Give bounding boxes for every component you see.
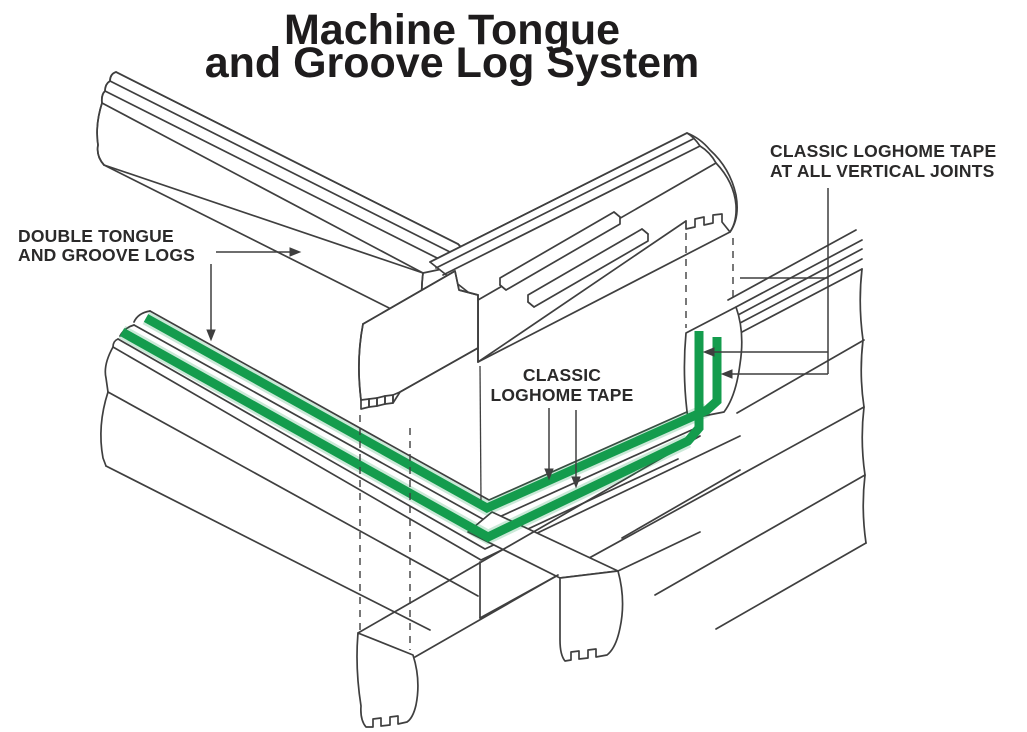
log-b-right-end <box>686 132 737 233</box>
course2-bottom-edge <box>105 465 431 631</box>
right-wall-logs <box>479 268 867 630</box>
corner-log-top-edge-4 <box>739 258 863 324</box>
log-b-face-bottom <box>477 220 687 363</box>
log-a-body <box>96 71 474 331</box>
arrowhead-down-icon-1 <box>206 329 216 342</box>
log-b-ridge-2 <box>442 145 701 276</box>
front-log-left-end-face <box>356 632 419 728</box>
tongue-edge-top <box>149 310 708 501</box>
corner-log-top-edge-1 <box>727 229 857 301</box>
log-b-end-castellation <box>685 213 731 233</box>
log-b-far-top-edge <box>429 132 688 263</box>
front-log-left <box>356 435 741 728</box>
front-log-right-end-face <box>559 570 624 662</box>
log-b <box>358 132 738 410</box>
tongue-edge-low <box>117 338 679 550</box>
tape-runs <box>118 272 722 545</box>
label-double-tongue-line-1: DOUBLE TONGUE <box>18 226 174 246</box>
log-a-ridge-3 <box>104 90 448 264</box>
course2-left-end <box>100 391 109 467</box>
corner-log-top-edge-2 <box>735 239 863 308</box>
log-b-ridge-1 <box>435 138 694 269</box>
corner-alignment-line <box>479 365 482 501</box>
page-title-line-2: and Groove Log System <box>205 39 700 87</box>
label-vertical-joints-line-1: CLASSIC LOGHOME TAPE <box>770 141 996 161</box>
front-log-left-far-edge <box>357 435 701 634</box>
log-b-tongue-strip-2-edge <box>527 228 649 308</box>
tape-run-outer <box>119 328 704 543</box>
arrowhead-right-icon <box>289 247 302 257</box>
arrowhead-down-icon-2 <box>544 468 554 481</box>
rw-right-edge <box>859 268 867 544</box>
log-b-left-end-curve <box>358 323 364 401</box>
alignment-dashed-lines <box>359 233 734 650</box>
corner-log-face-top <box>741 268 863 333</box>
log-b-left-castellation <box>360 391 401 410</box>
tape-run-inner <box>143 314 722 514</box>
rw-course4-bottom <box>715 542 867 630</box>
log-a-ridge-1 <box>115 71 459 245</box>
front-log-left-near-edge-b <box>621 469 741 539</box>
log-shoulder-line <box>112 346 741 561</box>
label-vertical-joints-line-2: AT ALL VERTICAL JOINTS <box>770 161 994 181</box>
label-classic-tape-line-1: CLASSIC <box>523 365 601 385</box>
front-log-right-side-line <box>617 531 701 572</box>
leader-lines <box>206 188 829 489</box>
rw-corner-log-bottom <box>736 339 865 414</box>
arrowhead-down-icon-3 <box>571 476 581 489</box>
label-classic-tape-line-2: LOGHOME TAPE <box>490 385 633 405</box>
log-b-tongue-strip-1-edge <box>499 211 621 291</box>
label-double-tongue-line-2: AND GROOVE LOGS <box>18 245 195 265</box>
log-b-left-top-edge <box>362 270 479 325</box>
log-a-face-top <box>101 102 424 274</box>
log-a-left-end <box>96 71 117 166</box>
arrowhead-left-icon-2 <box>720 369 733 379</box>
log-a-ridge-2 <box>109 80 453 254</box>
course2-top-edge <box>107 391 479 597</box>
corner-log <box>683 229 863 420</box>
arrowhead-left-icon-1 <box>702 347 715 357</box>
front-log-left-near-edge-a <box>414 574 559 658</box>
corner-log-top-edge-3 <box>737 248 863 316</box>
rw-course3-bottom <box>654 474 866 596</box>
page-title-line-1: Machine Tongue <box>284 6 620 54</box>
log-b-left-bottom-edge <box>399 347 479 393</box>
log-a-bottom-edge <box>103 164 438 333</box>
